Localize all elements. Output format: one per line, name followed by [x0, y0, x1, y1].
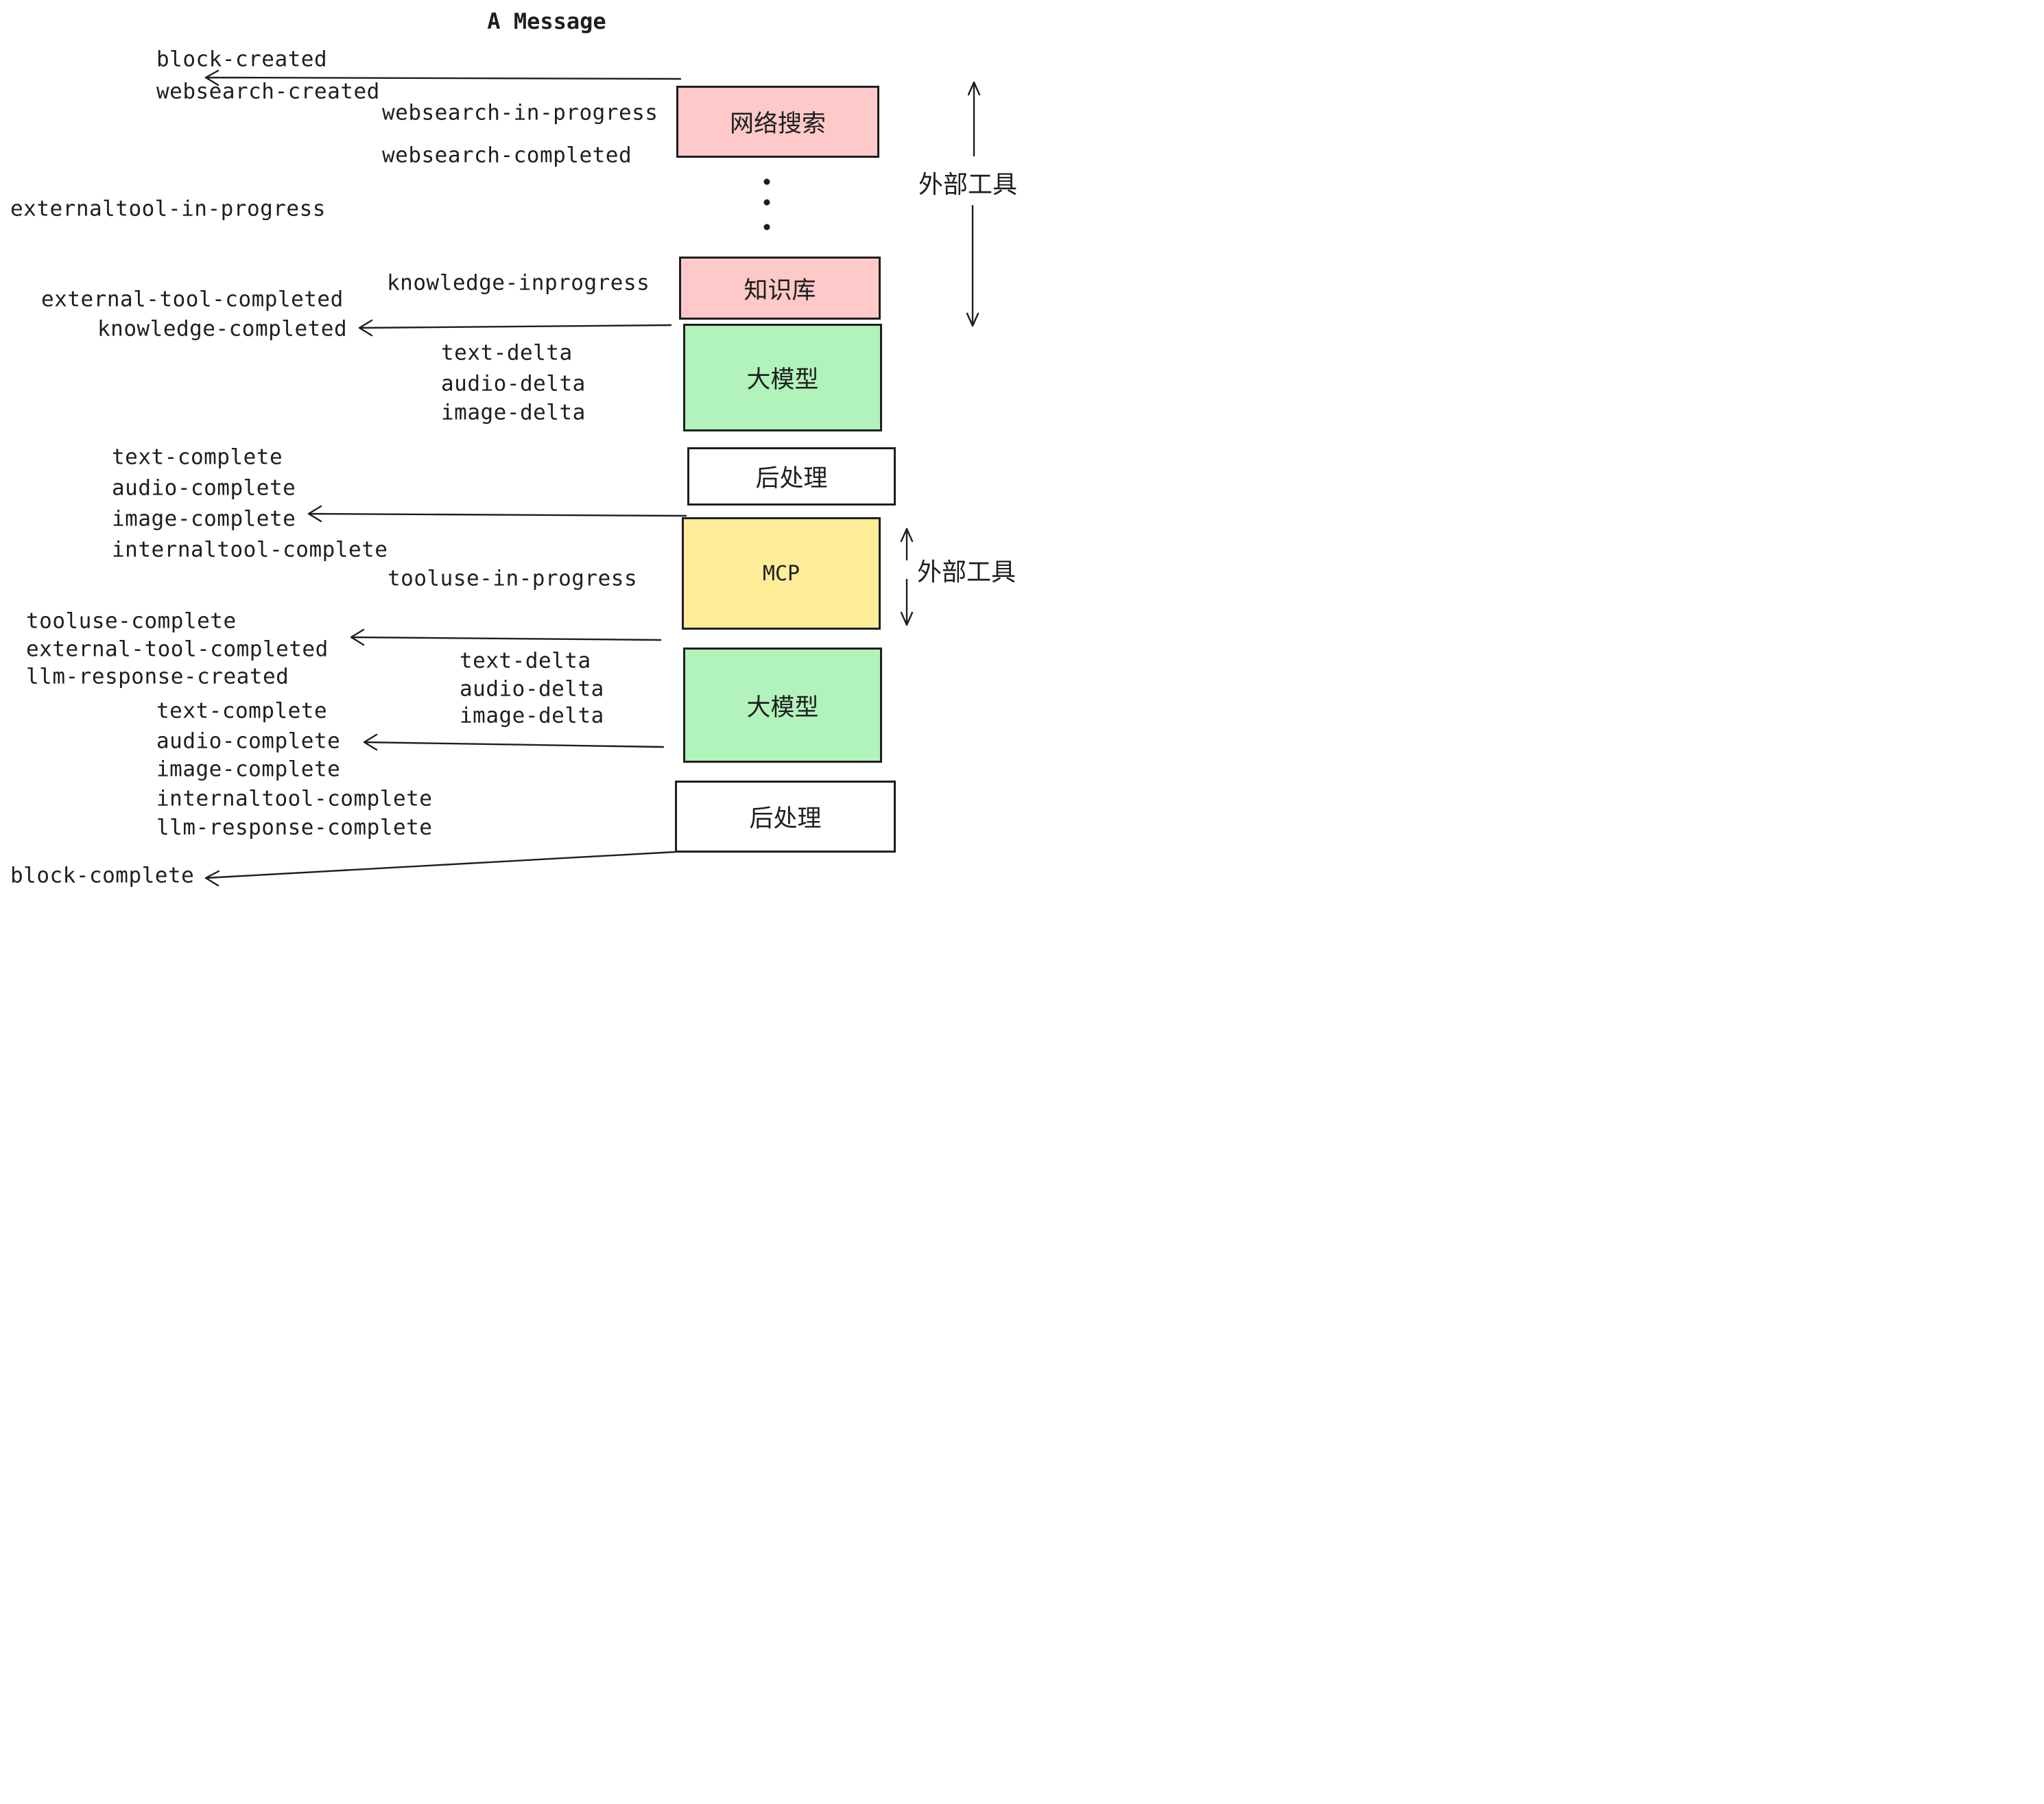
arrow-external-tools-up-2: [900, 527, 914, 561]
event-audio-delta-1: audio-delta: [441, 371, 586, 396]
box-websearch-label: 网络搜索: [729, 110, 826, 138]
ellipsis-dot-3: [763, 224, 770, 230]
event-audio-complete-2: audio-complete: [156, 728, 341, 754]
event-text-complete-2: text-complete: [156, 698, 328, 724]
box-postprocess-1: 后处理: [687, 447, 896, 506]
ellipsis-dot-1: [763, 178, 770, 185]
event-audio-complete-1: audio-complete: [112, 475, 296, 501]
box-llm-2-label: 大模型: [746, 693, 819, 722]
diagram-canvas: A Message block-created websearch-create…: [0, 0, 1022, 902]
box-postprocess-2: 后处理: [675, 781, 896, 853]
event-websearch-created: websearch-created: [156, 79, 380, 104]
event-external-tool-completed-2: external-tool-completed: [26, 637, 329, 662]
box-websearch: 网络搜索: [676, 86, 879, 158]
event-block-complete: block-complete: [10, 863, 195, 888]
label-external-tools-top: 外部工具: [918, 171, 1018, 199]
event-text-delta-1: text-delta: [441, 340, 573, 366]
box-postprocess-1-label: 后处理: [755, 465, 828, 492]
box-mcp: MCP: [682, 517, 881, 630]
arrow-block-complete: [204, 851, 676, 887]
event-image-delta-1: image-delta: [441, 400, 586, 425]
event-websearch-completed: websearch-completed: [382, 143, 632, 168]
event-tooluse-complete: tooluse-complete: [26, 608, 237, 634]
arrow-tooluse-complete: [350, 628, 662, 646]
event-text-delta-2: text-delta: [460, 648, 591, 674]
box-knowledge: 知识库: [679, 257, 881, 320]
event-internaltool-complete-1: internaltool-complete: [112, 537, 388, 562]
event-image-delta-2: image-delta: [460, 703, 604, 728]
box-mcp-label: MCP: [762, 561, 800, 586]
arrow-knowledge-completed: [358, 319, 672, 337]
event-llm-response-created: llm-response-created: [26, 664, 289, 689]
event-external-tool-completed-1: external-tool-completed: [41, 287, 344, 312]
event-knowledge-inprogress: knowledge-inprogress: [387, 270, 650, 296]
box-knowledge-label: 知识库: [744, 276, 816, 305]
arrow-external-tools-down-1: [966, 204, 979, 327]
ellipsis-dot-2: [763, 199, 770, 206]
box-llm-1: 大模型: [683, 324, 882, 431]
event-knowledge-completed: knowledge-completed: [97, 316, 348, 342]
event-internaltool-complete-2: internaltool-complete: [156, 786, 433, 811]
event-tooluse-in-progress: tooluse-in-progress: [388, 566, 638, 591]
diagram-title: A Message: [487, 8, 606, 34]
box-llm-1-label: 大模型: [746, 366, 819, 394]
arrow-external-tools-down-2: [900, 578, 914, 626]
event-image-complete-2: image-complete: [156, 757, 341, 782]
event-image-complete-1: image-complete: [112, 506, 296, 532]
event-llm-response-complete: llm-response-complete: [156, 815, 433, 840]
label-external-tools-mid: 外部工具: [916, 558, 1017, 586]
box-postprocess-2-label: 后处理: [749, 805, 822, 833]
event-block-created: block-created: [156, 47, 328, 72]
event-websearch-in-progress: websearch-in-progress: [382, 100, 658, 126]
event-audio-delta-2: audio-delta: [460, 676, 604, 702]
box-llm-2: 大模型: [683, 648, 882, 763]
arrow-audio-complete: [363, 733, 665, 751]
event-text-complete-1: text-complete: [112, 444, 283, 470]
arrow-external-tools-up-1: [967, 81, 981, 157]
event-externaltool-in-progress: externaltool-in-progress: [10, 196, 326, 222]
arrow-image-complete: [307, 505, 687, 523]
